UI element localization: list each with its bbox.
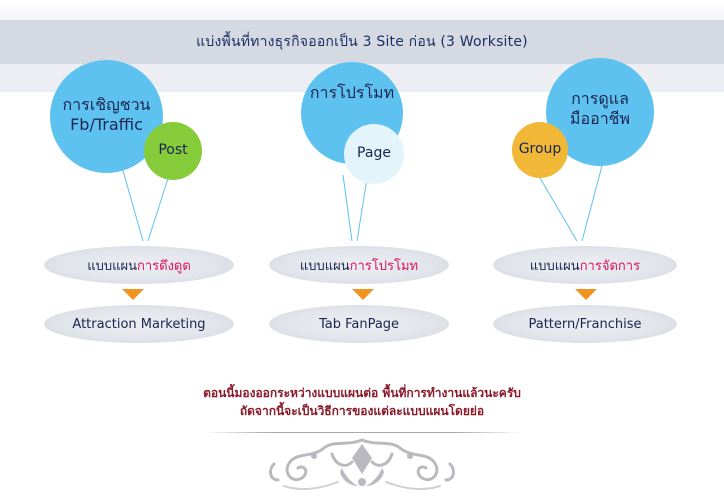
connector-line [539,177,578,242]
connector-line [356,171,369,242]
plan-pill-management: แบบแผน การจัดการ [493,246,677,284]
circle-care-line1: การดูแล [571,89,629,108]
down-arrow-icon [575,289,597,300]
plan-accent: การดึงดูด [136,258,191,274]
result-label: Pattern/Franchise [528,316,642,332]
header-top-strip [0,0,724,20]
circle-group-label: Group [518,141,562,158]
connector-line [342,174,353,242]
circle-invitation-line2: Fb/Traffic [70,114,143,134]
connector-line [581,161,604,242]
plan-pill-promotion: แบบแผน การโปรโมท [269,246,449,284]
down-arrow-icon [352,289,374,300]
circle-page: Page [344,124,404,184]
circle-promotion-line1: การโปรโมท [309,83,395,102]
plan-prefix: แบบแผน [299,258,350,274]
circle-invitation-line1: การเชิญชวน [62,94,151,114]
footer-line2: ถัดจากนี้จะเป็นวิธีการของแต่ละแบบแผนโดยย… [239,404,485,418]
plan-accent: การจัดการ [579,258,641,274]
header-band [0,20,724,64]
circle-post: Post [144,122,202,180]
flourish-ornament-icon [269,438,455,490]
result-pill-franchise: Pattern/Franchise [493,305,677,343]
result-pill-fanpage: Tab FanPage [269,305,449,343]
connector-line [119,159,144,242]
connector-line [147,171,171,242]
plan-prefix: แบบแผน [87,258,137,274]
down-arrow-icon [122,289,144,300]
circle-group: Group [512,122,568,178]
result-pill-attraction: Attraction Marketing [44,305,234,343]
plan-pill-attraction: แบบแผน การดึงดูด [44,246,234,284]
circle-page-label: Page [357,145,391,162]
footer-divider [205,432,521,433]
plan-prefix: แบบแผน [529,258,580,274]
result-label: Attraction Marketing [72,316,206,332]
circle-post-label: Post [158,142,188,159]
footer-line1: ตอนนี้มองออกระหว่างแบบแผนต่อ พื้นที่การท… [203,386,521,400]
header-title: แบ่งพื้นที่ทางธุรกิจออกเป็น 3 Site ก่อน … [196,34,528,50]
circle-care-line2: มืออาชีพ [569,109,631,128]
plan-accent: การโปรโมท [349,258,419,274]
result-label: Tab FanPage [318,316,400,332]
